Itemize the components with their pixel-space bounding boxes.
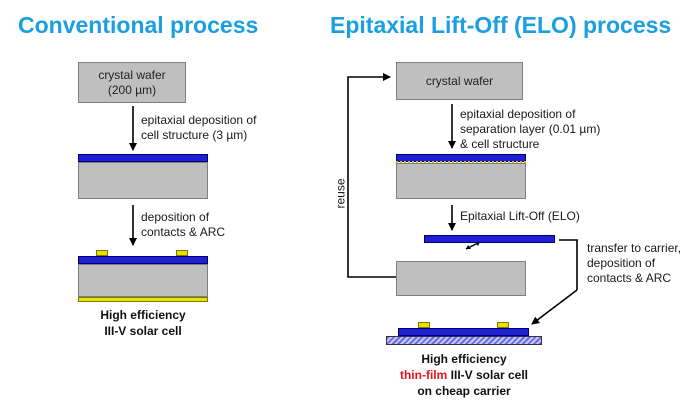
conv-wafer-with-cell bbox=[78, 162, 208, 199]
conv-step1-line1: epitaxial deposition of bbox=[141, 113, 257, 127]
elo-result-line1: High efficiency bbox=[421, 352, 507, 366]
reuse-loop-line bbox=[347, 73, 396, 278]
elo-crystal-wafer: crystal wafer bbox=[396, 62, 523, 100]
elo-result-line2-rest: III-V solar cell bbox=[447, 368, 529, 382]
conv-result-caption: High efficiency III-V solar cell bbox=[68, 307, 218, 339]
elo-final-film bbox=[398, 328, 529, 336]
conv-cell-layer bbox=[78, 154, 208, 162]
elo-wafer-with-cell bbox=[396, 163, 526, 199]
conv-crystal-wafer: crystal wafer (200 µm) bbox=[78, 62, 186, 103]
conv-step2-line1: deposition of bbox=[141, 210, 210, 224]
conventional-title-text: Conventional process bbox=[18, 12, 259, 38]
elo-step2-label: Epitaxial Lift-Off (ELO) bbox=[460, 209, 580, 224]
elo-front-contact-right bbox=[497, 322, 509, 328]
conv-result-line1: High efficiency bbox=[100, 308, 186, 322]
conv-front-contact-left bbox=[96, 250, 108, 256]
conv-final-wafer bbox=[78, 264, 208, 297]
elo-reused-wafer bbox=[396, 261, 526, 296]
conv-wafer-label-1: crystal wafer bbox=[98, 67, 166, 82]
elo-step1-line3: & cell structure bbox=[460, 137, 540, 151]
conv-step1-line2: cell structure (3 µm) bbox=[141, 128, 248, 142]
conv-wafer-label-2: (200 µm) bbox=[107, 82, 157, 97]
reuse-label: reuse bbox=[334, 178, 349, 208]
elo-result-caption: High efficiency thin-film III-V solar ce… bbox=[369, 351, 559, 399]
elo-lifted-film bbox=[424, 235, 555, 243]
conv-step2-label: deposition of contacts & ARC bbox=[141, 210, 225, 240]
elo-result-line3: on cheap carrier bbox=[417, 384, 511, 398]
reuse-text: reuse bbox=[333, 178, 348, 209]
conv-step1-label: epitaxial deposition of cell structure (… bbox=[141, 113, 256, 143]
elo-title-text: Epitaxial Lift-Off (ELO) process bbox=[330, 12, 672, 38]
elo-transfer-label: transfer to carrier, deposition of conta… bbox=[587, 241, 681, 286]
elo-transfer-line1: transfer to carrier, bbox=[587, 241, 682, 255]
elo-step1-label: epitaxial deposition of separation layer… bbox=[460, 107, 600, 152]
elo-cheap-carrier bbox=[386, 336, 542, 345]
conv-step2-line2: contacts & ARC bbox=[141, 225, 226, 239]
conv-back-contact bbox=[78, 297, 208, 302]
elo-transfer-line3: contacts & ARC bbox=[587, 271, 672, 285]
transfer-arrow-line bbox=[559, 239, 578, 290]
transfer-arrow-diagonal bbox=[531, 289, 578, 325]
elo-result-thin-film: thin-film bbox=[399, 368, 448, 382]
elo-step1-line1: epitaxial deposition of bbox=[460, 107, 576, 121]
conv-front-contact-right bbox=[176, 250, 188, 256]
elo-separation-layer bbox=[396, 161, 526, 163]
elo-step2-text: Epitaxial Lift-Off (ELO) bbox=[460, 209, 580, 223]
elo-step1-line2: separation layer (0.01 µm) bbox=[460, 122, 601, 136]
conv-result-line2: III-V solar cell bbox=[104, 324, 182, 338]
elo-front-contact-left bbox=[418, 322, 430, 328]
elo-title: Epitaxial Lift-Off (ELO) process bbox=[330, 12, 671, 39]
conventional-title: Conventional process bbox=[18, 12, 258, 39]
elo-transfer-line2: deposition of bbox=[587, 256, 656, 270]
elo-wafer-label: crystal wafer bbox=[425, 73, 494, 88]
elo-result-line2: thin-film III-V solar cell bbox=[369, 367, 559, 383]
conv-final-cell-layer bbox=[78, 256, 208, 264]
